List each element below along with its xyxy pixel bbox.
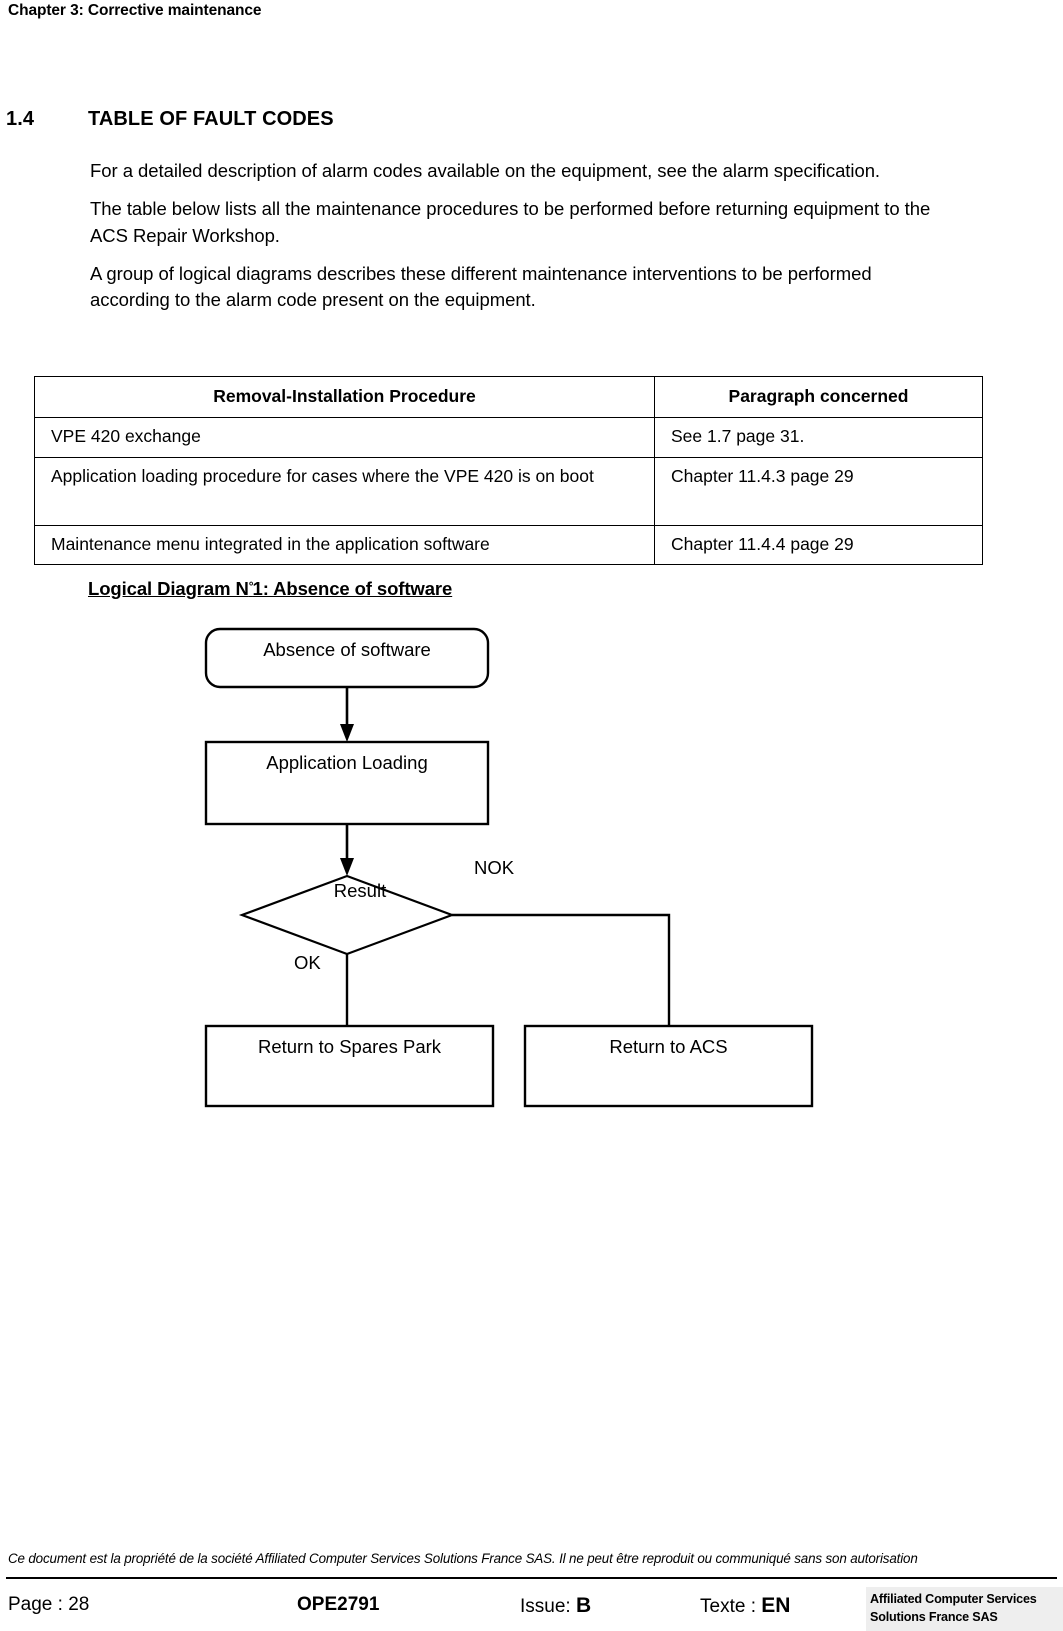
table-row: VPE 420 exchange See 1.7 page 31.: [34, 417, 983, 458]
node-end-ok-shape: [204, 1024, 495, 1108]
footer-page-number: Page : 28: [8, 1594, 90, 1615]
table-cell-paragraph: Chapter 11.4.3 page 29: [654, 456, 983, 526]
arrowhead-process-to-decision: [340, 858, 354, 876]
node-end-ok-label: Return to Spares Park: [257, 1036, 442, 1057]
footer-issue-value: B: [575, 1594, 592, 1617]
footer-texte-value: EN: [761, 1594, 791, 1617]
diagram-title-suffix: 1: Absence of software: [252, 578, 453, 599]
footer-issue-label: Issue:: [520, 1596, 571, 1617]
degree-sign: °: [248, 579, 254, 593]
footer-texte-label: Texte :: [700, 1596, 756, 1617]
edge-label-ok: OK: [294, 952, 321, 973]
table-header-row: Removal-Installation Procedure Paragraph…: [34, 375, 983, 419]
diagram-title-prefix: Logical Diagram N: [88, 578, 249, 599]
table-cell-paragraph: Chapter 11.4.4 page 29: [654, 524, 983, 565]
node-end-nok-label: Return to ACS: [609, 1036, 728, 1057]
table-cell-paragraph: See 1.7 page 31.: [654, 417, 983, 458]
table-row: Maintenance menu integrated in the appli…: [34, 524, 983, 565]
footer-texte: Texte : EN: [700, 1594, 790, 1618]
footer-issue: Issue: B: [520, 1594, 591, 1618]
paragraph-2: The table below lists all the maintenanc…: [90, 198, 931, 246]
procedures-table: Removal-Installation Procedure Paragraph…: [34, 375, 983, 565]
page-header-chapter: Chapter 3: Corrective maintenance: [8, 2, 262, 19]
paragraph-1: For a detailed description of alarm code…: [90, 160, 881, 181]
footer-divider: [6, 1577, 1057, 1579]
node-process-shape: [204, 740, 490, 826]
paragraph-3: A group of logical diagrams describes th…: [90, 262, 872, 311]
body-text-block: For a detailed description of alarm code…: [90, 158, 935, 325]
table-header-paragraph: Paragraph concerned: [654, 375, 983, 419]
node-process-label: Application Loading: [266, 752, 428, 773]
section-heading: 1.4 TABLE OF FAULT CODES: [6, 108, 334, 131]
arrowhead-start-to-process: [340, 724, 354, 742]
table-cell-procedure: Application loading procedure for cases …: [34, 456, 655, 526]
table-header-procedure: Removal-Installation Procedure: [34, 375, 655, 419]
company-name-line1: Affiliated Computer Services: [870, 1592, 1037, 1606]
edge-label-nok: NOK: [474, 857, 515, 878]
node-end-nok-shape: [523, 1024, 814, 1108]
footer-copyright-note: Ce document est la propriété de la socié…: [8, 1551, 918, 1566]
flowchart-canvas: [204, 627, 814, 1108]
logical-diagram-title: Logical Diagram N°1: Absence of software: [88, 578, 452, 600]
flowchart: Absence of software Application Loading …: [0, 612, 1063, 1132]
footer-bar: Page : 28 OPE2791 Issue: B Texte : EN: [0, 1586, 1063, 1631]
node-decision-label: Result: [333, 880, 387, 901]
table-cell-procedure: Maintenance menu integrated in the appli…: [34, 524, 655, 565]
table-cell-procedure: VPE 420 exchange: [34, 417, 655, 458]
company-name-line2: Solutions France SAS: [870, 1609, 998, 1624]
section-title: TABLE OF FAULT CODES: [88, 108, 334, 130]
node-start-label: Absence of software: [263, 639, 431, 660]
section-number: 1.4: [6, 108, 35, 130]
table-row: Application loading procedure for cases …: [34, 456, 983, 526]
company-logo: Affiliated Computer Services Solutions F…: [866, 1587, 1063, 1631]
footer-document-code: OPE2791: [297, 1594, 380, 1615]
edge-nok: [452, 913, 671, 1055]
